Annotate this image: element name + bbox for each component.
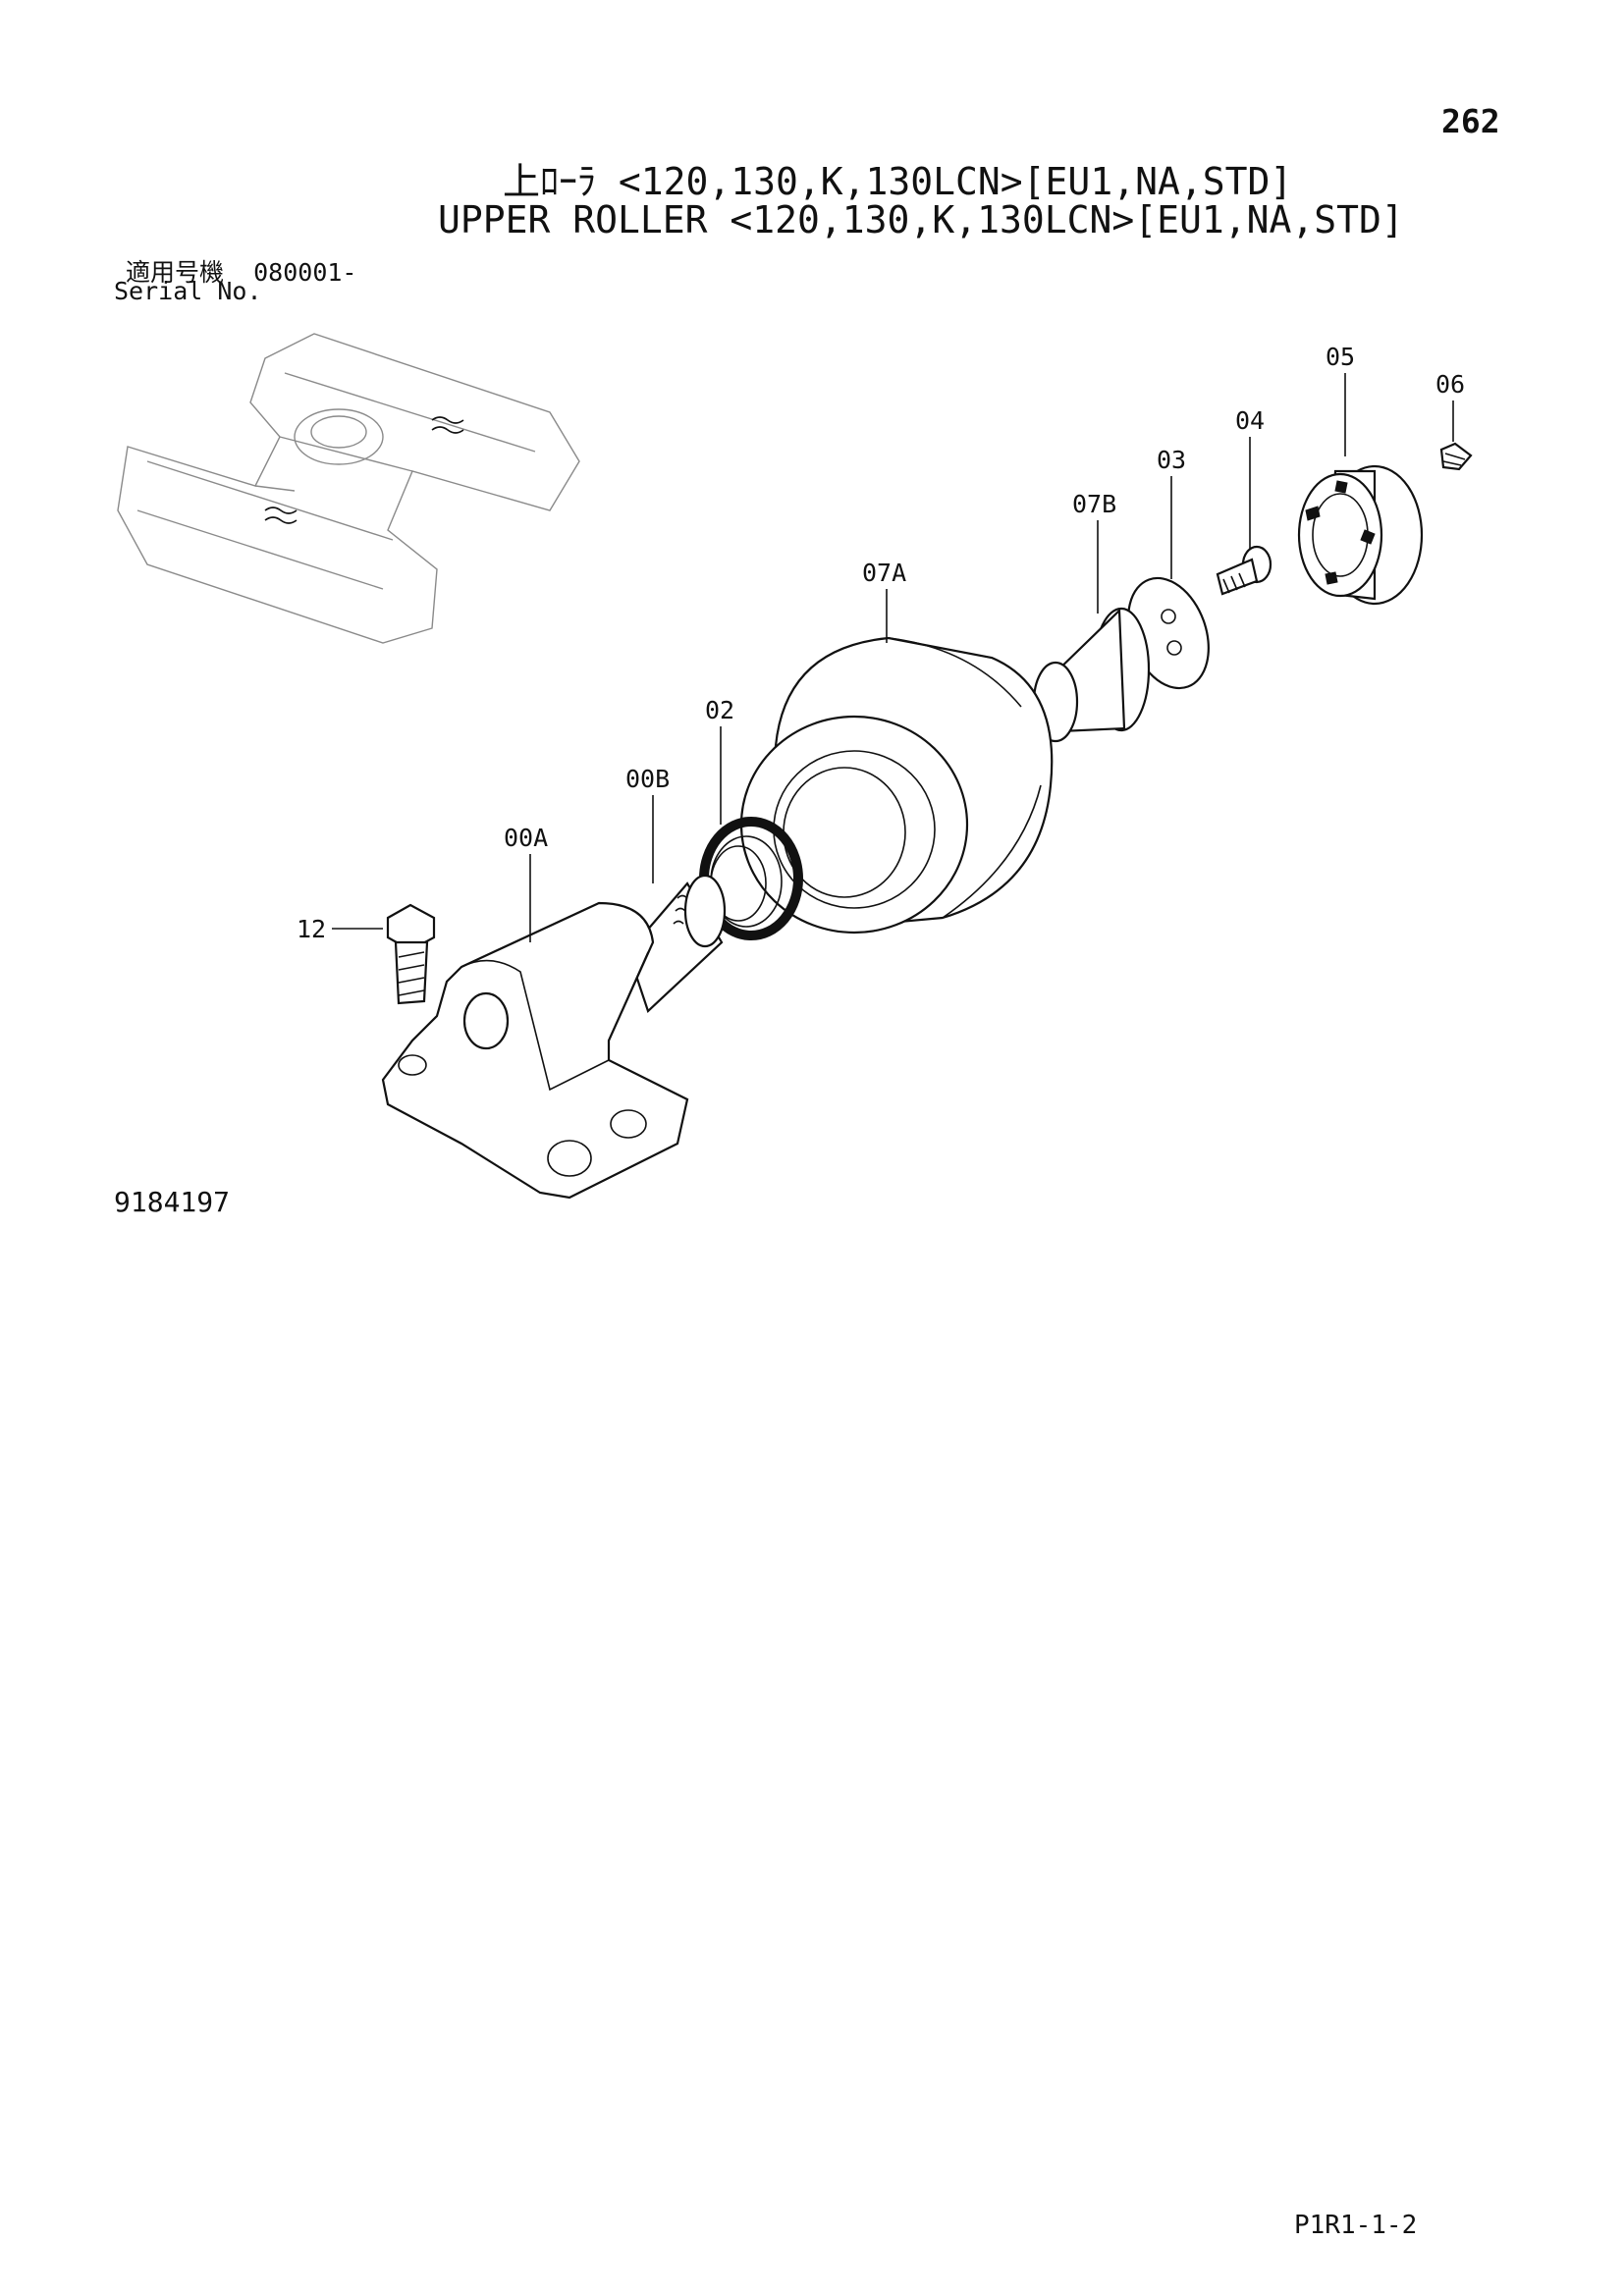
serial-label-english: Serial No. (114, 277, 262, 305)
part-05-cover (1297, 464, 1424, 606)
callout-12: 12 (297, 915, 326, 943)
track-frame-hub (294, 408, 384, 465)
callout-04: 04 (1235, 406, 1265, 435)
callout-06: 06 (1435, 370, 1465, 399)
callout-05: 05 (1326, 343, 1355, 371)
part-04-bolt (1216, 545, 1272, 596)
callout-00b: 00B (625, 765, 670, 793)
callout-07b: 07B (1072, 490, 1116, 518)
track-frame-outline (117, 333, 580, 644)
callout-07a: 07A (862, 559, 906, 587)
title-english: UPPER ROLLER <120,130,K,130LCN>[EU1,NA,S… (438, 198, 1404, 241)
serial-number-row: 適用号機 080001- (126, 253, 356, 289)
track-frame-overview (117, 333, 580, 644)
callout-00a: 00A (504, 824, 548, 852)
part-06-plug (1439, 442, 1473, 471)
part-07b-sleeve (1032, 607, 1151, 743)
part-07a-roller (739, 636, 1054, 934)
roller-marker-side (264, 507, 298, 524)
part-12-hex-bolt (386, 903, 436, 1005)
callout-02: 02 (705, 696, 734, 724)
serial-number-value: 080001- (253, 258, 357, 287)
track-frame-inner (136, 372, 536, 590)
leader-lines (332, 373, 1454, 942)
part-00a-bracket (381, 901, 689, 1200)
callout-03: 03 (1157, 446, 1186, 474)
roller-marker-top (431, 416, 464, 434)
figure-number: 9184197 (114, 1186, 231, 1218)
title-japanese: 上ﾛｰﾗ <120,130,K,130LCN>[EU1,NA,STD] (503, 160, 1293, 203)
page-code: P1R1-1-2 (1294, 2211, 1418, 2240)
page-number: 262 (1441, 102, 1500, 140)
part-00b-shaft (626, 874, 727, 1013)
serial-label-japanese: 適用号機 (126, 258, 225, 287)
track-frame-hub-inner (310, 415, 367, 449)
